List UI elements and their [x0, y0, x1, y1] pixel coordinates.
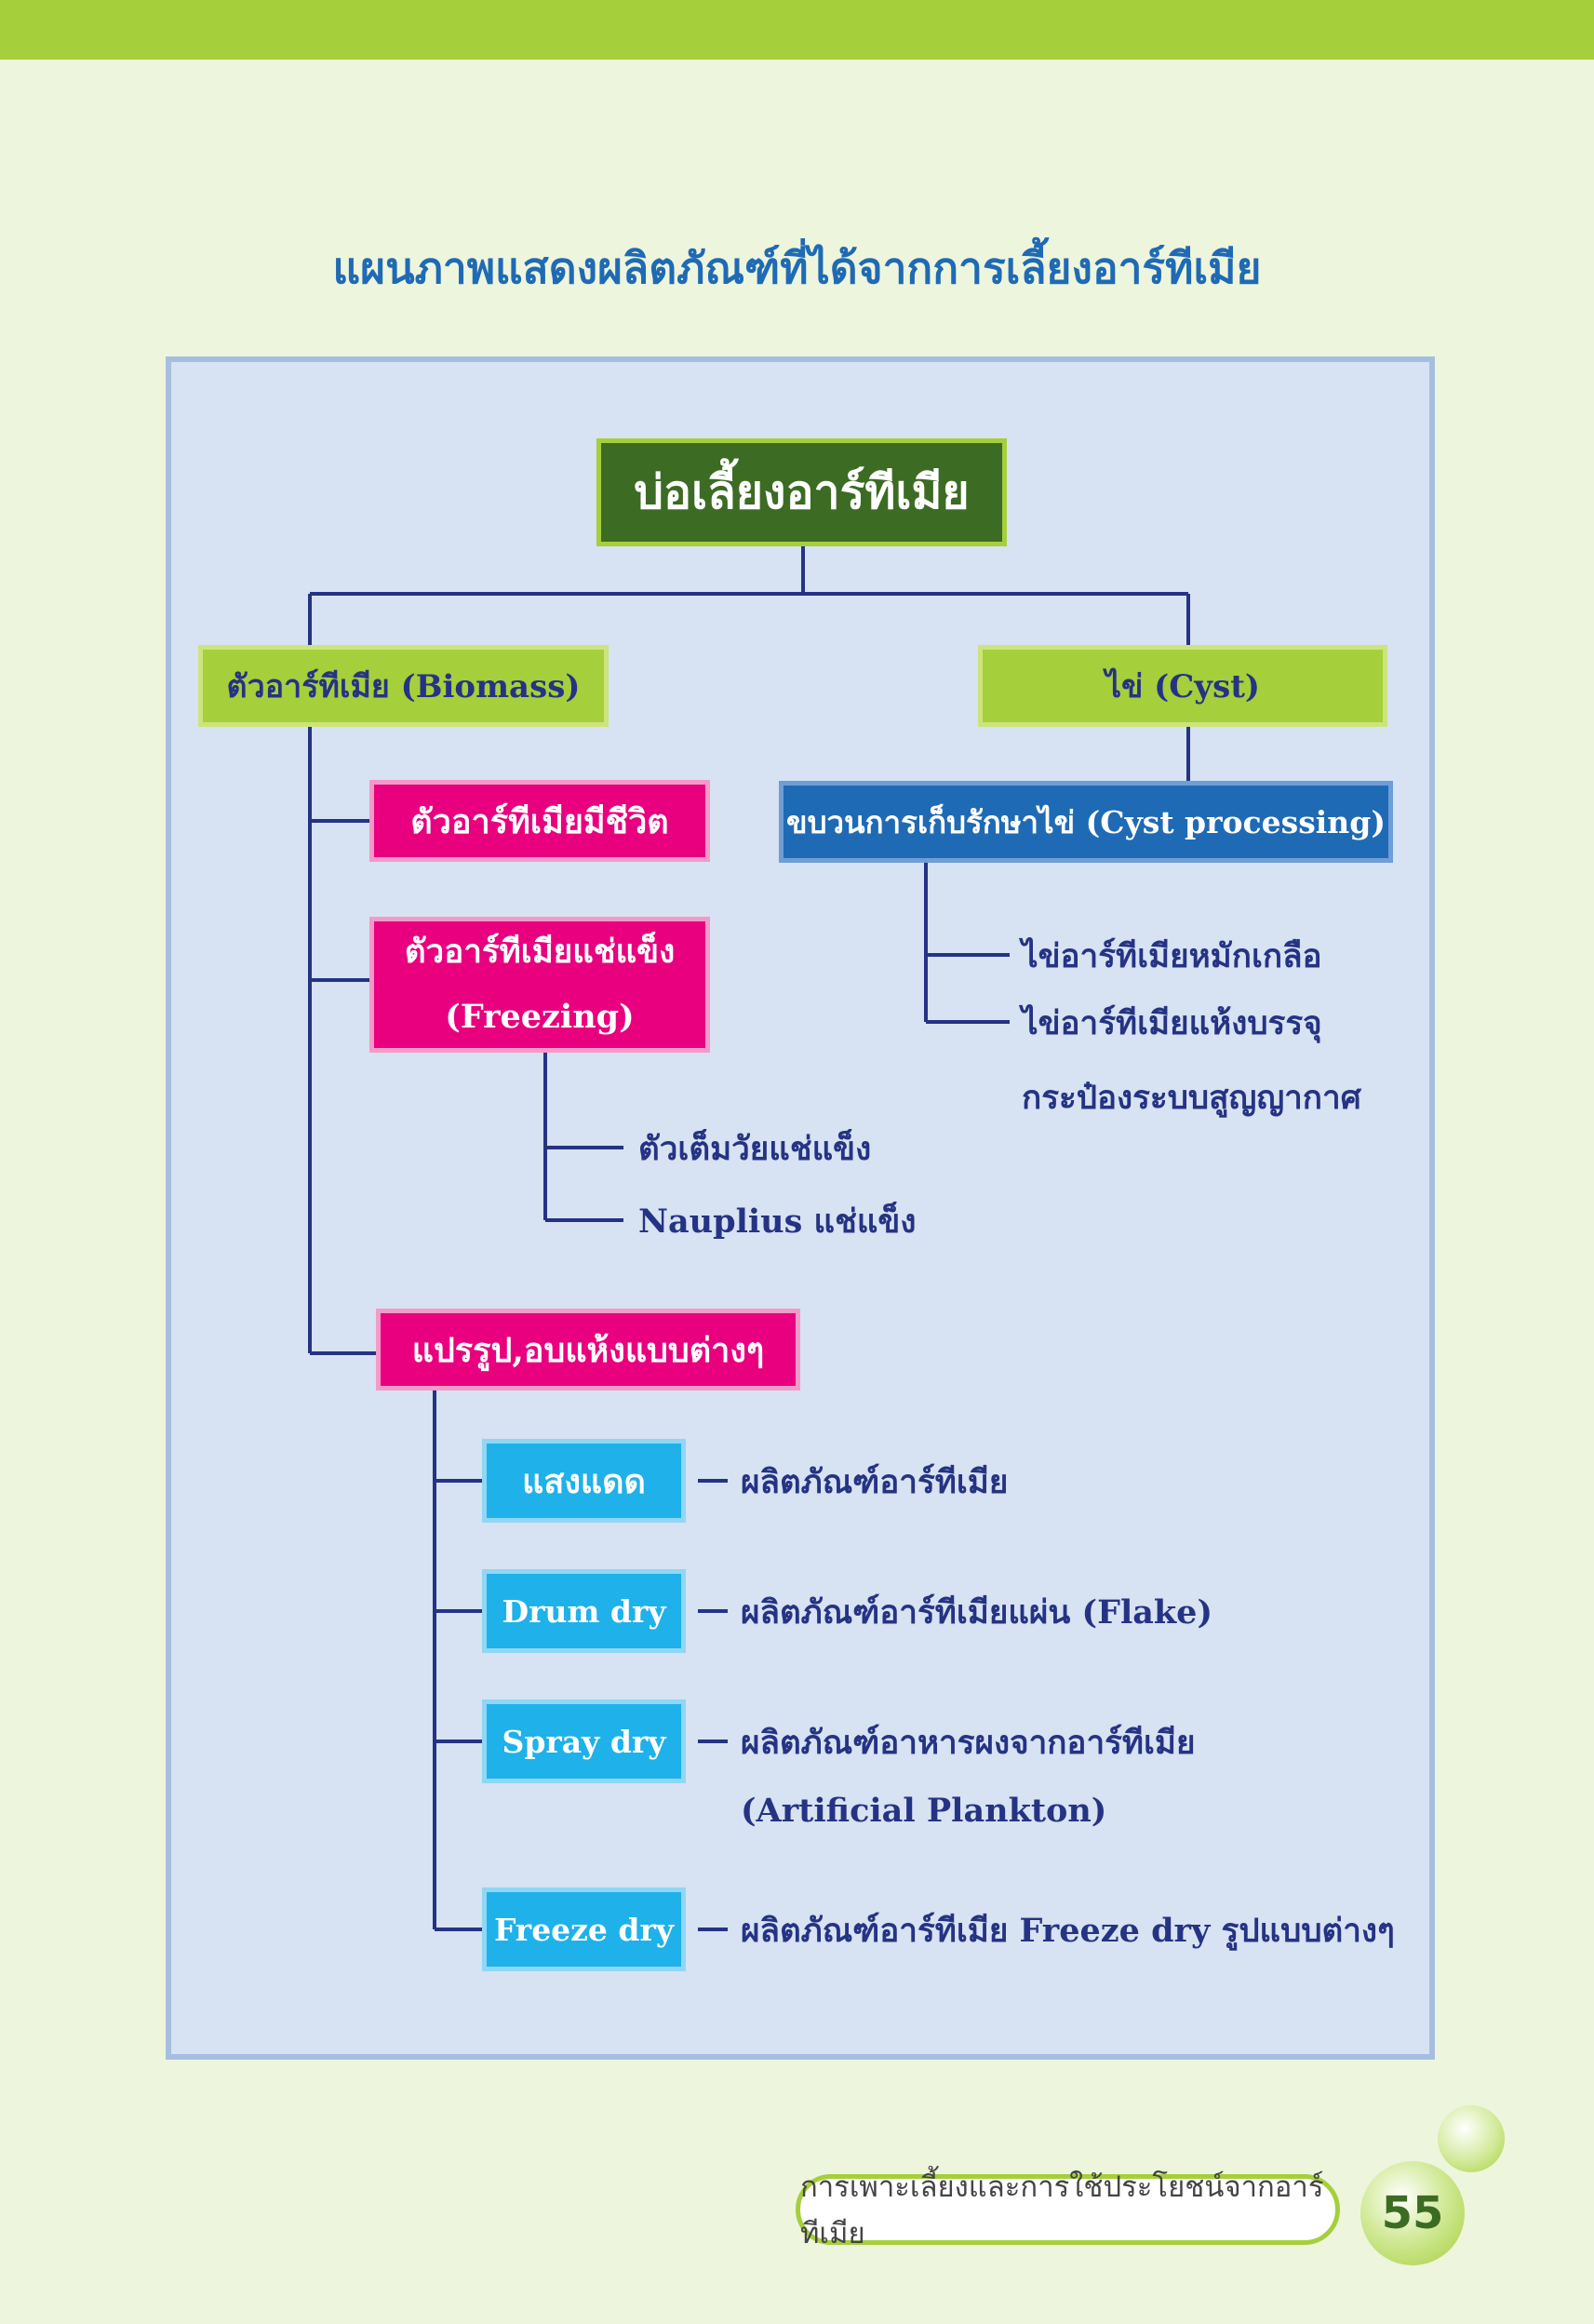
page-title: แผนภาพแสดงผลิตภัณฑ์ที่ได้จากการเลี้ยงอาร… [332, 243, 1262, 293]
method-spray-dry: Spray dry [482, 1699, 686, 1783]
node-frozen-artemia: ตัวอาร์ทีเมียแช่แข็ง (Freezing) [369, 917, 710, 1053]
product-spray-dry-note: (Artificial Plankton) [741, 1792, 1107, 1830]
product-spray-dry: ผลิตภัณฑ์อาหารผงจากอาร์ทีเมีย [741, 1724, 1196, 1762]
node-cyst: ไข่ (Cyst) [978, 645, 1387, 727]
bubble-decoration [1438, 2105, 1505, 2172]
page-number: 55 [1360, 2161, 1465, 2265]
cyst-product-salted: ไข่อาร์ทีเมียหมักเกลือ [1022, 937, 1322, 975]
node-live-artemia: ตัวอาร์ทีเมียมีชีวิต [369, 780, 710, 862]
node-biomass: ตัวอาร์ทีเมีย (Biomass) [198, 645, 609, 727]
top-color-bar [0, 0, 1594, 60]
cyst-product-dried: ไข่อาร์ทีเมียแห้งบรรจุ [1022, 1004, 1322, 1042]
product-drum-dry: ผลิตภัณฑ์อาร์ทีเมียแผ่น (Flake) [741, 1593, 1213, 1632]
frozen-line-2: (Freezing) [445, 998, 635, 1036]
product-sun: ผลิตภัณฑ์อาร์ทีเมีย [741, 1463, 1009, 1501]
node-processed: แปรรูป,อบแห้งแบบต่างๆ [376, 1309, 800, 1390]
node-cyst-processing: ขบวนการเก็บรักษาไข่ (Cyst processing) [779, 781, 1393, 863]
frozen-product-adult: ตัวเต็มวัยแช่แข็ง [638, 1130, 872, 1168]
product-freeze-dry: ผลิตภัณฑ์อาร์ทีเมีย Freeze dry รูปแบบต่า… [741, 1912, 1395, 1950]
frozen-product-nauplius: Nauplius แช่แข็ง [638, 1202, 917, 1241]
frozen-line-1: ตัวอาร์ทีเมียแช่แข็ง [404, 933, 676, 971]
diagram-panel [166, 356, 1435, 2060]
method-drum-dry: Drum dry [482, 1569, 686, 1653]
method-sun: แสงแดด [482, 1439, 686, 1523]
cyst-product-vacuum-can: กระป๋องระบบสูญญากาศ [1022, 1079, 1361, 1117]
footer-book-title: การเพาะเลี้ยงและการใช้ประโยชน์จากอาร์ทีเ… [796, 2170, 1340, 2250]
method-freeze-dry: Freeze dry [482, 1887, 686, 1971]
node-root: บ่อเลี้ยงอาร์ทีเมีย [596, 438, 1007, 546]
